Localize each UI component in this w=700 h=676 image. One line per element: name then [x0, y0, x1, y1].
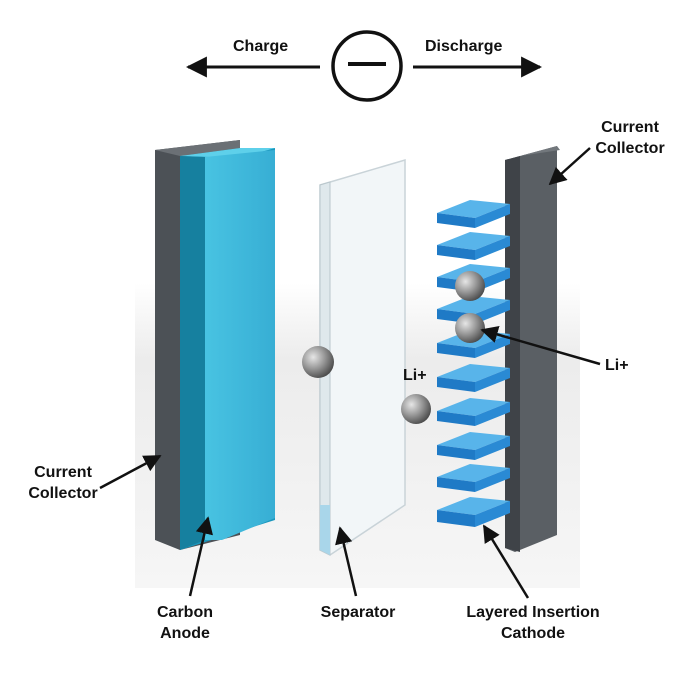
li-ion-ball [302, 346, 334, 378]
current-collector-right-label: Current Collector [582, 117, 678, 159]
li-ion-ball [401, 394, 431, 424]
discharge-label: Discharge [425, 38, 503, 55]
minus-circle-icon [331, 30, 403, 102]
li-ion-ball [455, 271, 485, 301]
callout-arrow-separator [335, 526, 358, 597]
separator-label: Separator [320, 604, 396, 621]
callout-arrow-cathode [482, 524, 530, 599]
cathode-layer [437, 200, 510, 228]
charge-label: Charge [233, 38, 289, 55]
callout-arrow-left-collector [99, 454, 162, 490]
cathode-layer [437, 464, 510, 492]
layered-cathode-label: Layered Insertion Cathode [448, 602, 618, 644]
cathode-layer [437, 232, 510, 260]
label-line: Anode [160, 625, 210, 642]
current-collector-left-label: Current Collector [16, 462, 110, 504]
li-ion-center-label: Li+ [403, 367, 427, 384]
cathode-layer [437, 432, 510, 460]
callout-arrow-anode [188, 516, 213, 597]
label-line: Carbon [157, 604, 213, 621]
label-line: Collector [28, 485, 98, 502]
carbon-anode [180, 148, 275, 550]
right-current-collector [505, 146, 560, 552]
li-ion-right-label: Li+ [605, 357, 629, 374]
label-line: Current [34, 464, 92, 481]
li-ion-ball [455, 313, 485, 343]
separator [319, 158, 406, 556]
label-line: Collector [595, 140, 665, 157]
label-line: Current [601, 119, 659, 136]
callout-arrow-li-ion [480, 325, 601, 366]
callout-arrow-right-collector [548, 147, 591, 186]
carbon-anode-label: Carbon Anode [140, 602, 230, 644]
cathode-layer [437, 364, 510, 392]
label-line: Layered Insertion [466, 604, 600, 621]
cathode-layer [437, 497, 510, 527]
label-line: Cathode [501, 625, 565, 642]
cathode-layer [437, 398, 510, 426]
